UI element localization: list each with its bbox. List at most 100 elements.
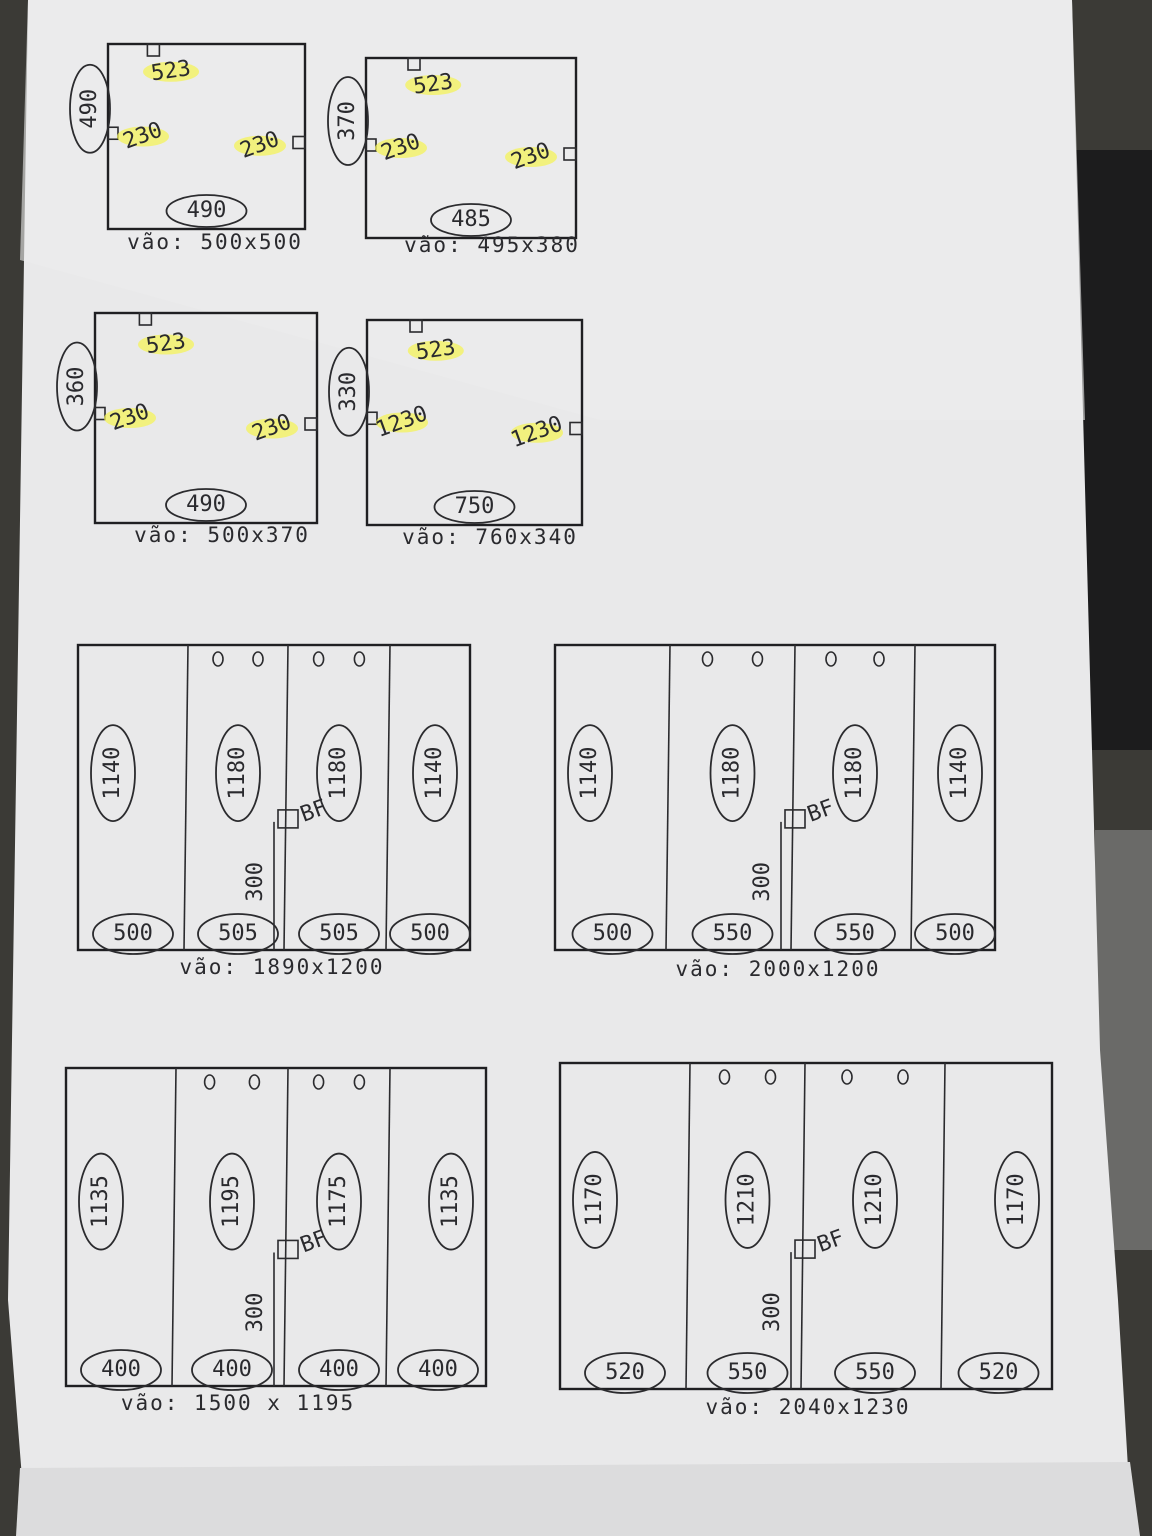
panel-divider	[940, 1062, 946, 1390]
bottom-circled-measure: 490	[187, 198, 227, 223]
lock-mark	[794, 1239, 816, 1259]
circle-mark	[298, 1349, 380, 1391]
handle-mark	[312, 651, 325, 667]
circle-mark	[567, 724, 613, 822]
handle-mark	[718, 1069, 731, 1085]
frame-caption: vão: 760x340	[402, 525, 578, 549]
panel-height: 1170	[582, 1173, 607, 1226]
handle-mark	[252, 651, 264, 667]
frame-caption: vão: 495x380	[404, 233, 580, 257]
panel-height: 1210	[862, 1173, 887, 1226]
frame-outline	[64, 1066, 488, 1388]
circle-mark	[191, 1349, 273, 1391]
circle-mark	[215, 724, 261, 822]
handle-mark	[701, 651, 714, 667]
circle-mark	[165, 488, 247, 522]
handle-mark	[897, 1069, 909, 1085]
handle-mark	[873, 651, 885, 667]
circle-mark	[957, 1352, 1040, 1394]
panel-divider	[183, 644, 189, 951]
circle-mark	[389, 913, 471, 955]
panel-divider	[283, 1067, 289, 1387]
offset-measure: 300	[750, 862, 775, 902]
top-measure: 523	[145, 329, 188, 359]
panel-width: 400	[319, 1357, 359, 1382]
circle-mark	[397, 1349, 479, 1391]
top-hinge-mark	[138, 312, 153, 326]
handle-mark	[212, 651, 224, 667]
handle-mark	[841, 1069, 853, 1085]
highlight-mark	[117, 126, 169, 147]
panel-width: 500	[113, 921, 153, 946]
offset-measure: 300	[760, 1292, 785, 1332]
panel-height: 1180	[225, 747, 250, 800]
panel-divider	[385, 644, 391, 951]
circle-mark	[584, 1352, 666, 1394]
highlight-mark	[143, 61, 200, 82]
circle-mark	[327, 76, 369, 166]
frame-caption: vão: 1890x1200	[179, 955, 384, 979]
circle-mark	[852, 1151, 898, 1249]
panel-height: 1195	[219, 1175, 244, 1228]
panel-width: 550	[713, 921, 753, 946]
panel-height: 1140	[100, 747, 125, 800]
panel-width: 550	[728, 1360, 768, 1385]
panel-divider	[685, 1062, 691, 1390]
panel-height: 1175	[326, 1175, 351, 1228]
handle-mark	[825, 651, 837, 667]
panel-divider	[800, 1062, 806, 1390]
circle-mark	[571, 913, 654, 955]
panel-width: 520	[979, 1360, 1019, 1385]
bottom-circled-measure: 485	[451, 207, 491, 232]
panel-height: 1210	[735, 1173, 760, 1226]
circle-mark	[709, 724, 756, 822]
bottom-circled-measure: 750	[455, 494, 495, 519]
frame-caption: vão: 500x370	[134, 523, 310, 547]
highlight-mark	[246, 418, 298, 439]
panel-height: 1180	[720, 747, 745, 800]
top-hinge-mark	[409, 319, 423, 333]
highlight-mark	[375, 138, 427, 158]
panel-divider	[283, 644, 289, 951]
circle-mark	[832, 724, 878, 822]
frame-outline	[553, 643, 997, 952]
top-measure: 523	[412, 69, 455, 99]
left-circled-measure: 360	[64, 367, 89, 407]
highlight-mark	[511, 422, 563, 443]
circle-mark	[724, 1151, 771, 1249]
right-hinge-mark	[563, 147, 577, 161]
panel-width: 500	[935, 921, 975, 946]
circle-mark	[209, 1152, 255, 1251]
panel-width: 505	[319, 921, 359, 946]
circle-mark	[691, 913, 774, 955]
highlight-mark	[407, 340, 464, 361]
highlight-mark	[104, 408, 156, 428]
circle-mark	[69, 63, 111, 154]
panel-width: 550	[855, 1360, 895, 1385]
circle-mark	[80, 1349, 162, 1391]
left-hinge-mark	[94, 406, 106, 421]
top-hinge-mark	[146, 43, 161, 57]
panel-divider	[171, 1067, 177, 1387]
panel-divider	[385, 1067, 391, 1387]
circle-mark	[92, 913, 174, 955]
circle-mark	[430, 203, 512, 237]
left-circled-measure: 490	[77, 89, 102, 129]
circle-mark	[197, 913, 279, 955]
handle-mark	[764, 1069, 777, 1085]
panel-divider	[665, 644, 671, 951]
circle-mark	[56, 341, 98, 432]
handle-mark	[312, 1074, 325, 1090]
panel-divider	[790, 644, 796, 951]
panel-width: 505	[218, 921, 258, 946]
highlight-mark	[405, 75, 462, 95]
panel-width: 500	[593, 921, 633, 946]
circle-mark	[90, 724, 136, 822]
panel-width: 400	[418, 1357, 458, 1382]
lock-mark	[277, 809, 299, 829]
